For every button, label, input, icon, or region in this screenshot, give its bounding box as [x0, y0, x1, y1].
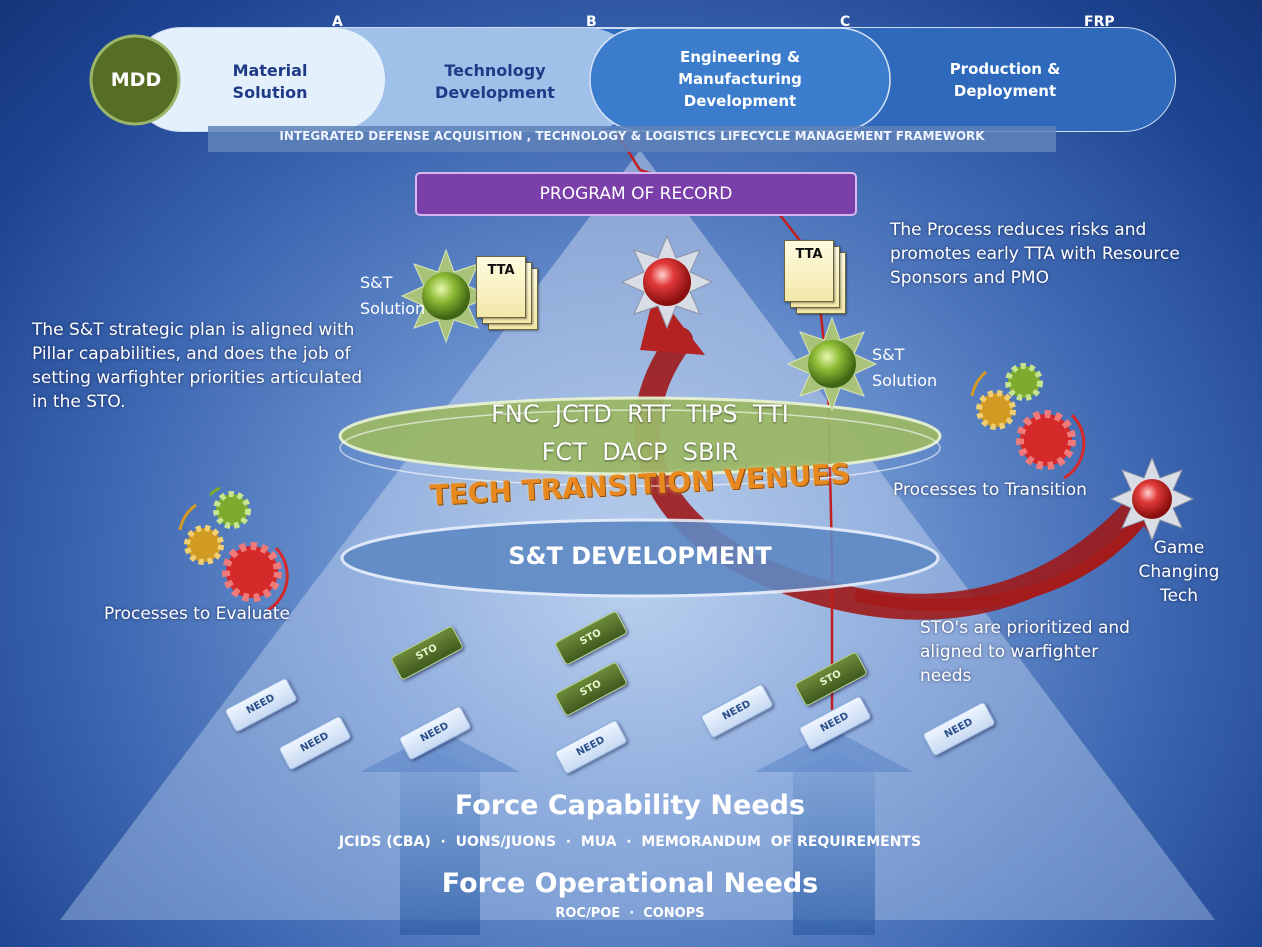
left-up-arrow: [400, 752, 480, 935]
milestone-frp: FRP: [1084, 14, 1115, 30]
st-solution-star-right: [786, 316, 878, 412]
mdd-label: MDD: [110, 69, 162, 91]
game-changing-tech-label: Game Changing Tech: [1138, 538, 1220, 606]
processes-to-transition-label: Processes to Transition: [893, 480, 1087, 500]
phase-engineering-manufacturing: Engineering & Manufacturing Development: [678, 48, 802, 110]
venues-list-line2: FCT DACP SBIR: [541, 438, 739, 466]
program-of-record-bar: [415, 172, 857, 216]
st-solution-left-label: S&T Solution: [360, 273, 426, 318]
processes-to-evaluate-label: Processes to Evaluate: [104, 604, 290, 624]
process-reduces-risks-text: The Process reduces risks and promotes e…: [890, 220, 1180, 288]
sto-prioritized-text: STO's are prioritized and aligned to war…: [920, 618, 1130, 686]
force-capability-needs-items: JCIDS (CBA) · UONS/JUONS · MUA · MEMORAN…: [338, 834, 922, 850]
red-star-sphere-top: [620, 234, 714, 330]
program-of-record: PROGRAM OF RECORD: [539, 184, 733, 204]
st-solution-star-left: [400, 248, 492, 344]
milestone-c: C: [840, 14, 851, 30]
framework-banner-bg: [208, 126, 1056, 152]
venues-list-line1: FNC JCTD RTT TIPS TTI: [491, 400, 789, 428]
milestone-a: A: [332, 14, 343, 30]
phase-material-solution: Material Solution: [232, 61, 308, 102]
phase-production-deployment: Production & Deployment: [949, 60, 1061, 100]
framework-banner: INTEGRATED DEFENSE ACQUISITION , TECHNOL…: [279, 129, 985, 143]
st-solution-right-label: S&T Solution: [872, 345, 938, 390]
mdd-circle: [89, 34, 181, 126]
st-development-ellipse: [340, 518, 940, 598]
milestone-b: B: [586, 14, 597, 30]
st-development-label: S&T DEVELOPMENT: [508, 542, 772, 570]
strategic-plan-text: The S&T strategic plan is aligned with P…: [32, 320, 363, 412]
gear-cluster-transition: [970, 363, 1086, 480]
force-operational-needs-items: ROC/POE · CONOPS: [555, 906, 705, 921]
venues-ellipse: [338, 396, 942, 476]
force-operational-needs-title: Force Operational Needs: [441, 868, 819, 899]
game-changing-arrow: [853, 511, 1150, 612]
gear-cluster-evaluate: [178, 486, 289, 612]
right-up-arrow: [793, 752, 875, 935]
lifecycle-bar: [129, 27, 1176, 132]
red-star-sphere-right: [1109, 456, 1195, 542]
phase-technology-development: Technology Development: [435, 61, 555, 102]
force-capability-needs-title: Force Capability Needs: [454, 790, 806, 821]
